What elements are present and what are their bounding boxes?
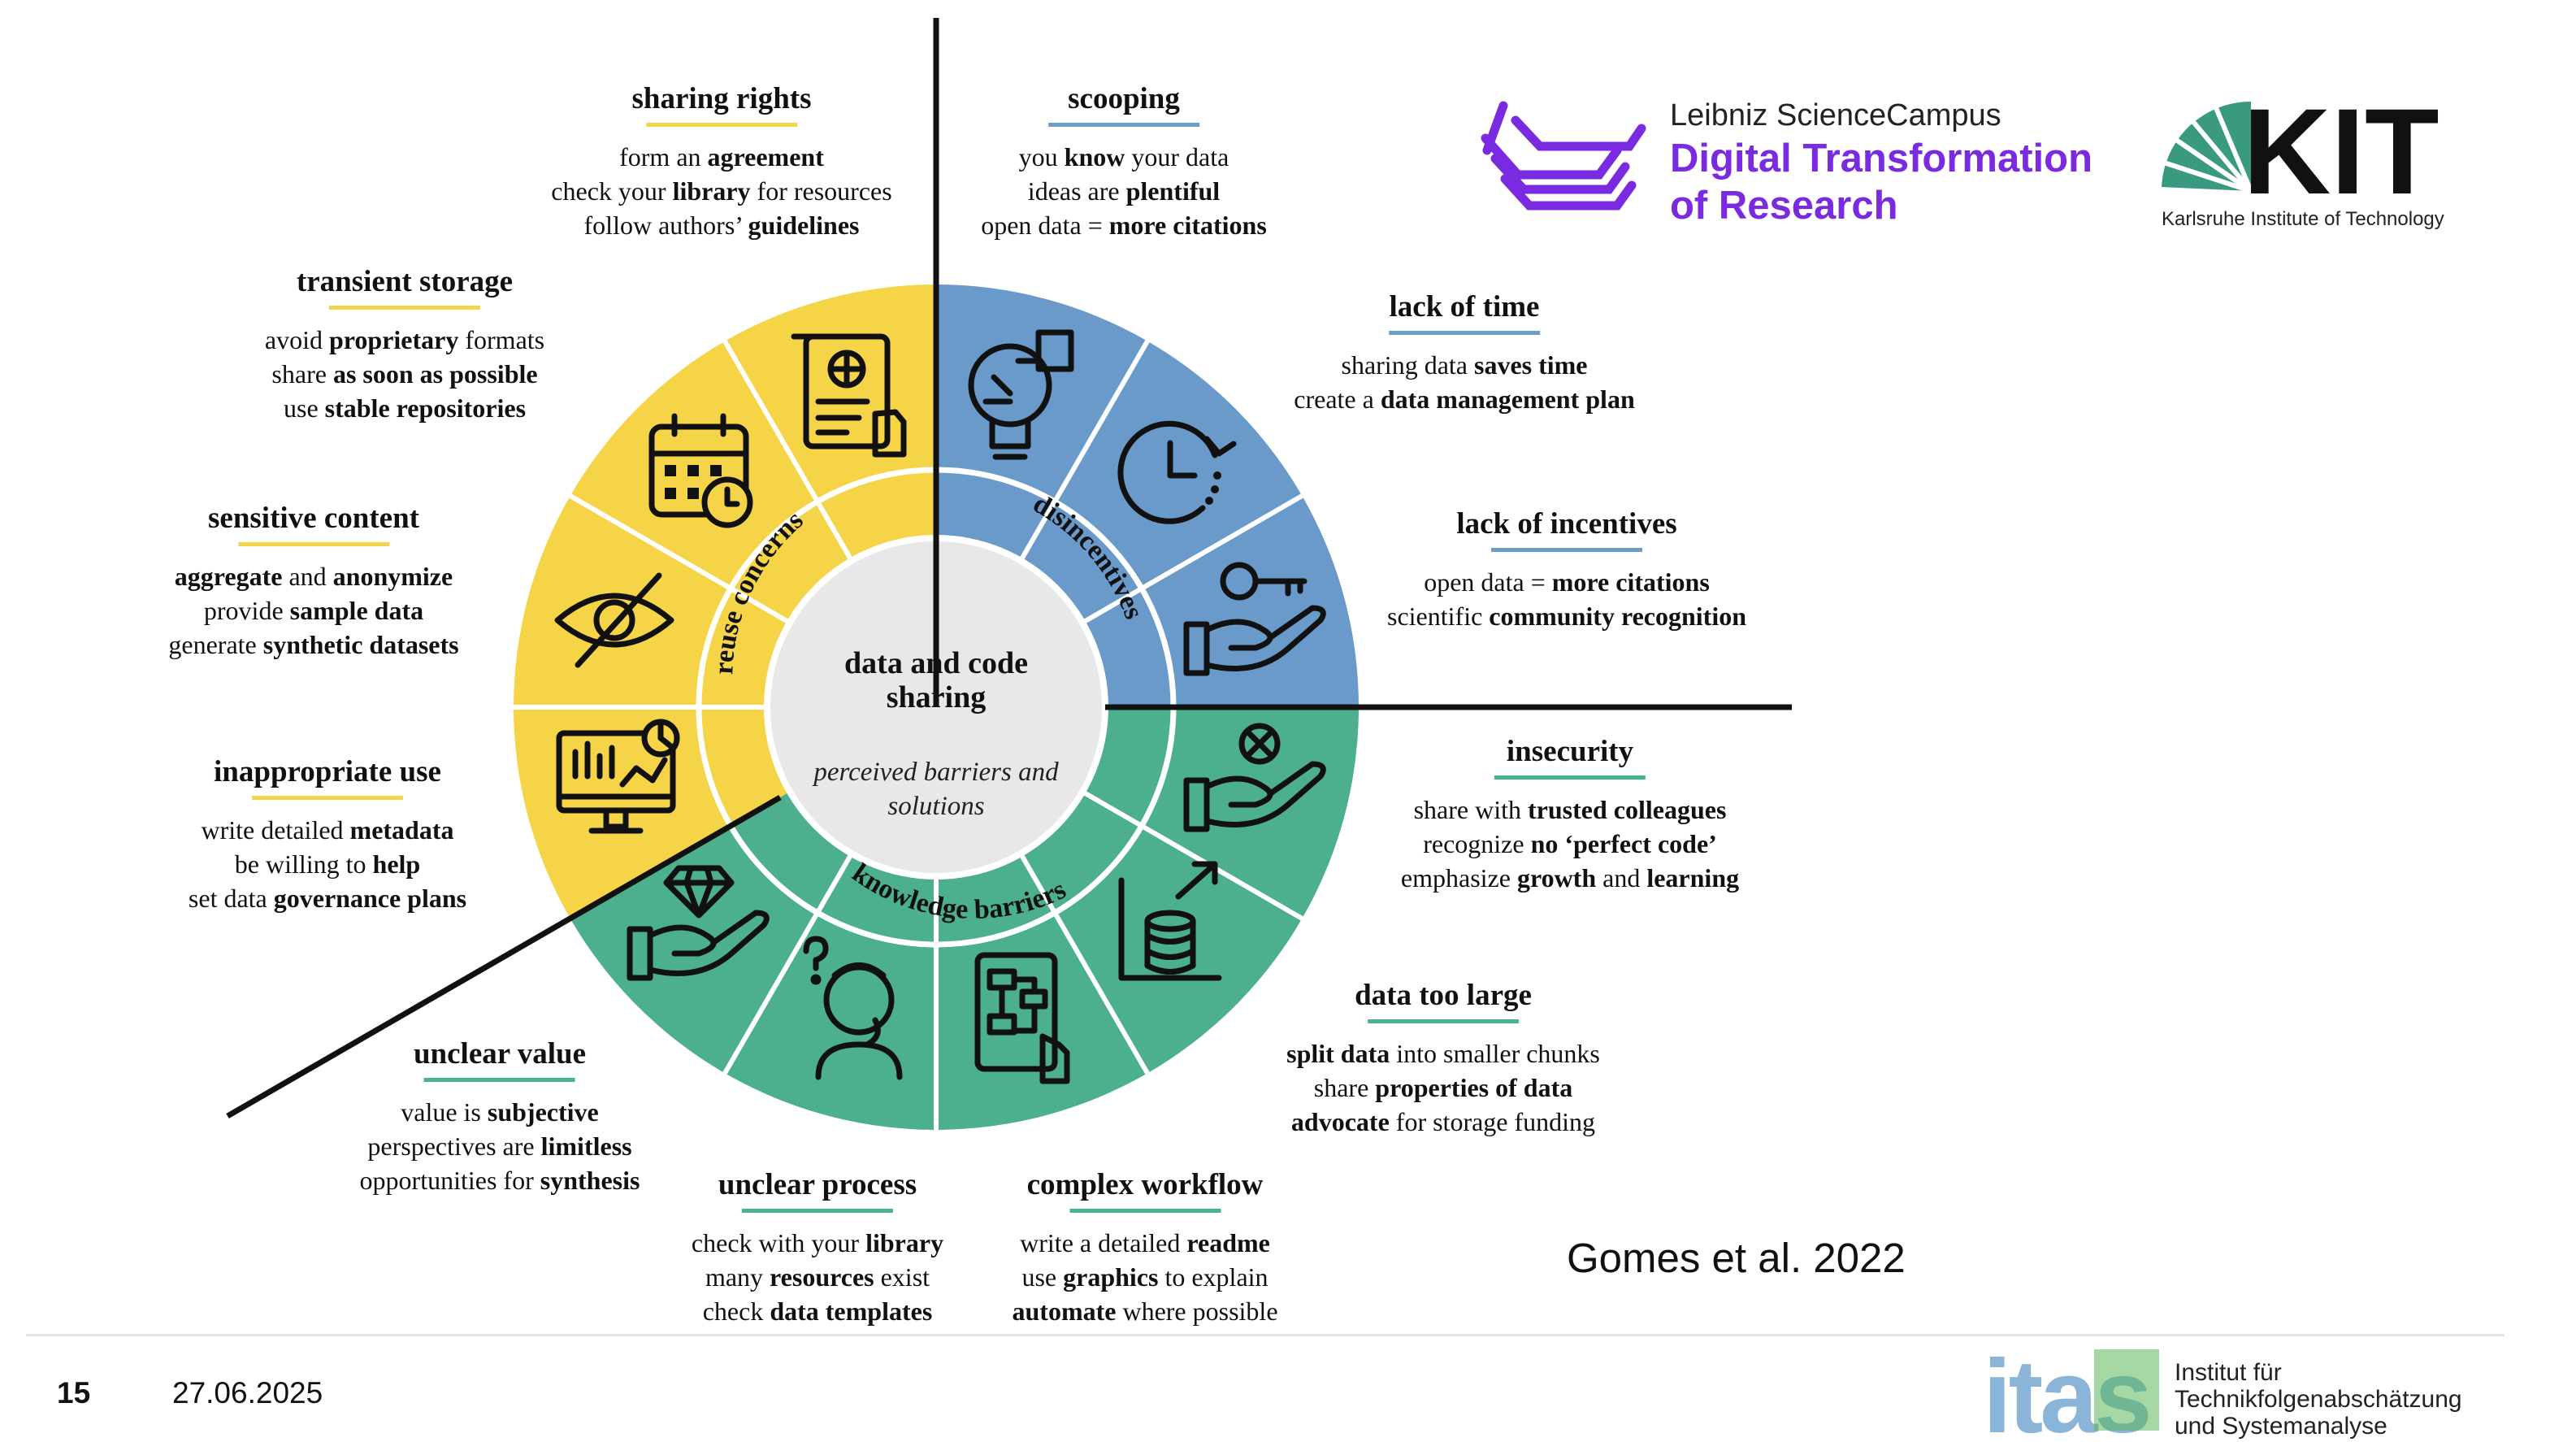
center-subtitle-2: solutions — [887, 792, 984, 821]
line: follow authors’ guidelines — [583, 211, 860, 240]
monitor-chart-icon — [556, 719, 680, 834]
tablet-workflow-icon — [974, 952, 1070, 1084]
line: sharing data saves time — [1341, 350, 1588, 380]
heading: complex workflow — [1026, 1168, 1264, 1201]
block-insecurity: insecurity share with trusted colleagues… — [1401, 734, 1739, 895]
leibniz-logo-text: Leibniz ScienceCampus Digital Transforma… — [1670, 96, 2092, 229]
line: open data = more citations — [981, 211, 1267, 240]
line: value is subjective — [401, 1097, 599, 1127]
line: open data = more citations — [1424, 567, 1710, 597]
clock-icon — [1117, 420, 1237, 524]
line: perspectives are limitless — [367, 1131, 632, 1161]
heading: scooping — [1068, 82, 1180, 115]
heading: lack of incentives — [1456, 507, 1677, 541]
line: create a data management plan — [1294, 384, 1635, 414]
citation: Gomes et al. 2022 — [1567, 1235, 1906, 1281]
sector-knowledge-barriers — [570, 707, 1359, 1130]
line: set data governance plans — [188, 884, 467, 913]
heading: data too large — [1355, 979, 1532, 1012]
leibniz-stripes-logo — [1481, 101, 1646, 211]
block-data-too-large: data too large split data into smaller c… — [1286, 978, 1600, 1139]
line: scientific community recognition — [1387, 602, 1746, 631]
line: many resources exist — [705, 1262, 930, 1292]
line: split data into smaller chunks — [1286, 1039, 1600, 1068]
kit-emblem-logo: KIT — [2162, 83, 2439, 219]
leibniz-line3: of Research — [1670, 184, 1898, 228]
line: generate synthetic datasets — [168, 630, 459, 659]
line: aggregate and anonymize — [174, 562, 453, 591]
itas-line3: und Systemanalyse — [2175, 1413, 2387, 1440]
line: provide sample data — [203, 596, 424, 625]
block-complex-workflow: complex workflow write a detailed readme… — [1012, 1167, 1277, 1328]
confused-person-icon — [803, 936, 903, 1080]
line: check your library for resources — [551, 176, 892, 206]
line: be willing to help — [234, 849, 421, 879]
block-lack-of-incentives: lack of incentives open data = more cita… — [1387, 506, 1746, 633]
heading: sharing rights — [631, 82, 812, 115]
heading: lack of time — [1389, 290, 1540, 324]
line: share as soon as possible — [271, 359, 538, 389]
line: share with trusted colleagues — [1413, 795, 1727, 824]
block-lack-of-time: lack of time sharing data saves time crea… — [1294, 289, 1634, 416]
itas-line1: Institut für — [2175, 1359, 2282, 1386]
itas-logo: itas — [1983, 1339, 2159, 1442]
block-transient-storage: transient storage avoid proprietary form… — [265, 264, 544, 425]
contract-document-icon — [791, 333, 907, 458]
line: recognize no ‘perfect code’ — [1423, 829, 1717, 858]
line: form an agreement — [619, 142, 824, 172]
itas-institute-name: Institut für Technikfolgenabschätzung un… — [2175, 1359, 2462, 1440]
heading: insecurity — [1506, 735, 1634, 768]
line: write a detailed readme — [1020, 1228, 1270, 1257]
block-scooping: scooping you know your data ideas are ple… — [981, 81, 1267, 242]
hand-cross-icon — [1183, 723, 1326, 832]
page-number: 15 — [57, 1376, 91, 1409]
hand-key-icon — [1183, 562, 1326, 676]
footer-divider — [26, 1334, 2504, 1336]
leibniz-line2: Digital Transformation — [1670, 137, 2093, 180]
line: check with your library — [691, 1228, 944, 1257]
line: use graphics to explain — [1021, 1262, 1268, 1292]
line: advocate for storage funding — [1290, 1107, 1596, 1136]
puzzle-bulb-icon — [968, 329, 1074, 460]
heading: transient storage — [296, 265, 514, 298]
block-unclear-process: unclear process check with your library m… — [692, 1167, 943, 1328]
line: opportunities for synthesis — [359, 1166, 640, 1195]
line: check data templates — [702, 1296, 933, 1326]
line: ideas are plentiful — [1027, 176, 1221, 206]
block-sensitive-content: sensitive content aggregate and anonymiz… — [168, 501, 458, 662]
hand-diamond-icon — [627, 865, 770, 981]
calendar-clock-icon — [648, 413, 753, 528]
itas-line2: Technikfolgenabschätzung — [2175, 1386, 2462, 1413]
kit-subtitle: Karlsruhe Institute of Technology — [2162, 208, 2444, 230]
kit-wordmark: KIT — [2243, 83, 2439, 219]
leibniz-line1: Leibniz ScienceCampus — [1670, 98, 2001, 132]
footer-date: 27.06.2025 — [172, 1376, 323, 1409]
heading: unclear process — [718, 1168, 917, 1201]
heading: unclear value — [413, 1037, 587, 1071]
block-sharing-rights: sharing rights form an agreement check yo… — [551, 81, 891, 242]
line: write detailed metadata — [201, 815, 454, 845]
separator-lines — [226, 18, 1792, 1119]
database-chart-icon — [1118, 861, 1222, 981]
line: share properties of data — [1313, 1073, 1573, 1102]
line: automate where possible — [1012, 1296, 1278, 1326]
center-subtitle-1: perceived barriers and — [812, 758, 1059, 787]
block-inappropriate-use: inappropriate use write detailed metadat… — [189, 754, 466, 915]
line: emphasize growth and learning — [1400, 863, 1740, 893]
line: you know your data — [1018, 142, 1229, 172]
line: avoid proprietary formats — [264, 325, 545, 354]
line: use stable repositories — [283, 393, 527, 423]
heading: sensitive content — [207, 502, 419, 535]
eye-crossed-icon — [554, 572, 674, 668]
block-unclear-value: unclear value value is subjective perspec… — [360, 1036, 640, 1197]
heading: inappropriate use — [214, 755, 441, 788]
